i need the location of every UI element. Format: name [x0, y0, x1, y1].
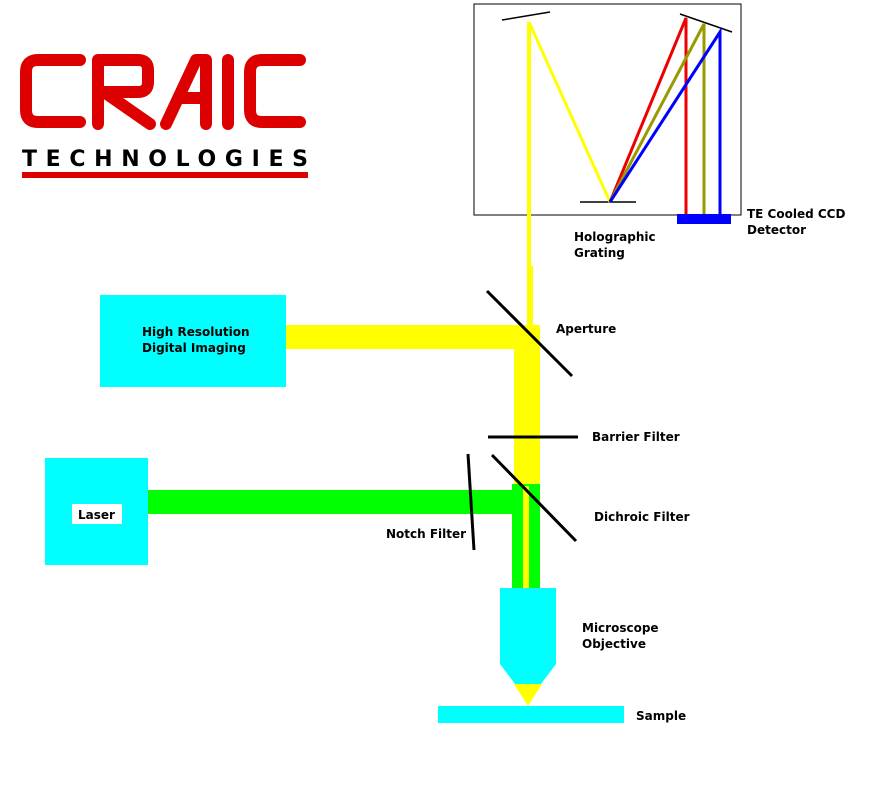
return-beam: [523, 486, 529, 588]
label-grating-2: Grating: [574, 246, 625, 260]
logo-tagline: TECHNOLOGIES: [22, 147, 308, 172]
microscope-objective: [500, 588, 556, 684]
main-yellow-beam: [514, 330, 540, 490]
spectrometer-housing: [473, 3, 742, 216]
laser-label-bg: [72, 504, 122, 524]
label-dichroic-filter: Dichroic Filter: [594, 510, 690, 524]
label-imaging-1: High Resolution: [142, 325, 250, 339]
imaging-beam: [286, 325, 540, 349]
label-aperture: Aperture: [556, 322, 616, 336]
focusing-mirror: [679, 13, 733, 33]
label-objective-2: Objective: [582, 637, 646, 651]
craic-logo: TECHNOLOGIES: [20, 54, 308, 178]
logo-underline: [22, 172, 308, 178]
spectrometer-input-rays: [527, 21, 612, 268]
ray-red: [608, 17, 688, 214]
dispersed-rays: [608, 17, 722, 214]
label-barrier-filter: Barrier Filter: [592, 430, 680, 444]
label-detector-1: TE Cooled CCD: [747, 207, 845, 221]
sample-slide: [438, 706, 624, 723]
label-detector-2: Detector: [747, 223, 806, 237]
label-laser: Laser: [78, 508, 115, 522]
aperture-mirror: [485, 289, 574, 378]
ray-olive: [608, 23, 706, 214]
label-sample: Sample: [636, 709, 686, 723]
ray-blue: [608, 26, 722, 214]
label-imaging-2: Digital Imaging: [142, 341, 246, 355]
notch-filter: [466, 453, 476, 551]
laser-beam: [148, 490, 522, 514]
craic-wordmark: [20, 54, 306, 130]
label-grating-1: Holographic: [574, 230, 656, 244]
dichroic-filter: [490, 453, 578, 543]
label-objective-1: Microscope: [582, 621, 659, 635]
ccd-detector: [677, 214, 731, 224]
label-notch-filter: Notch Filter: [386, 527, 466, 541]
focus-cone: [514, 684, 542, 706]
spectrometer-beam: [527, 266, 533, 328]
imaging-box: [100, 295, 286, 387]
collimating-mirror: [501, 11, 551, 21]
